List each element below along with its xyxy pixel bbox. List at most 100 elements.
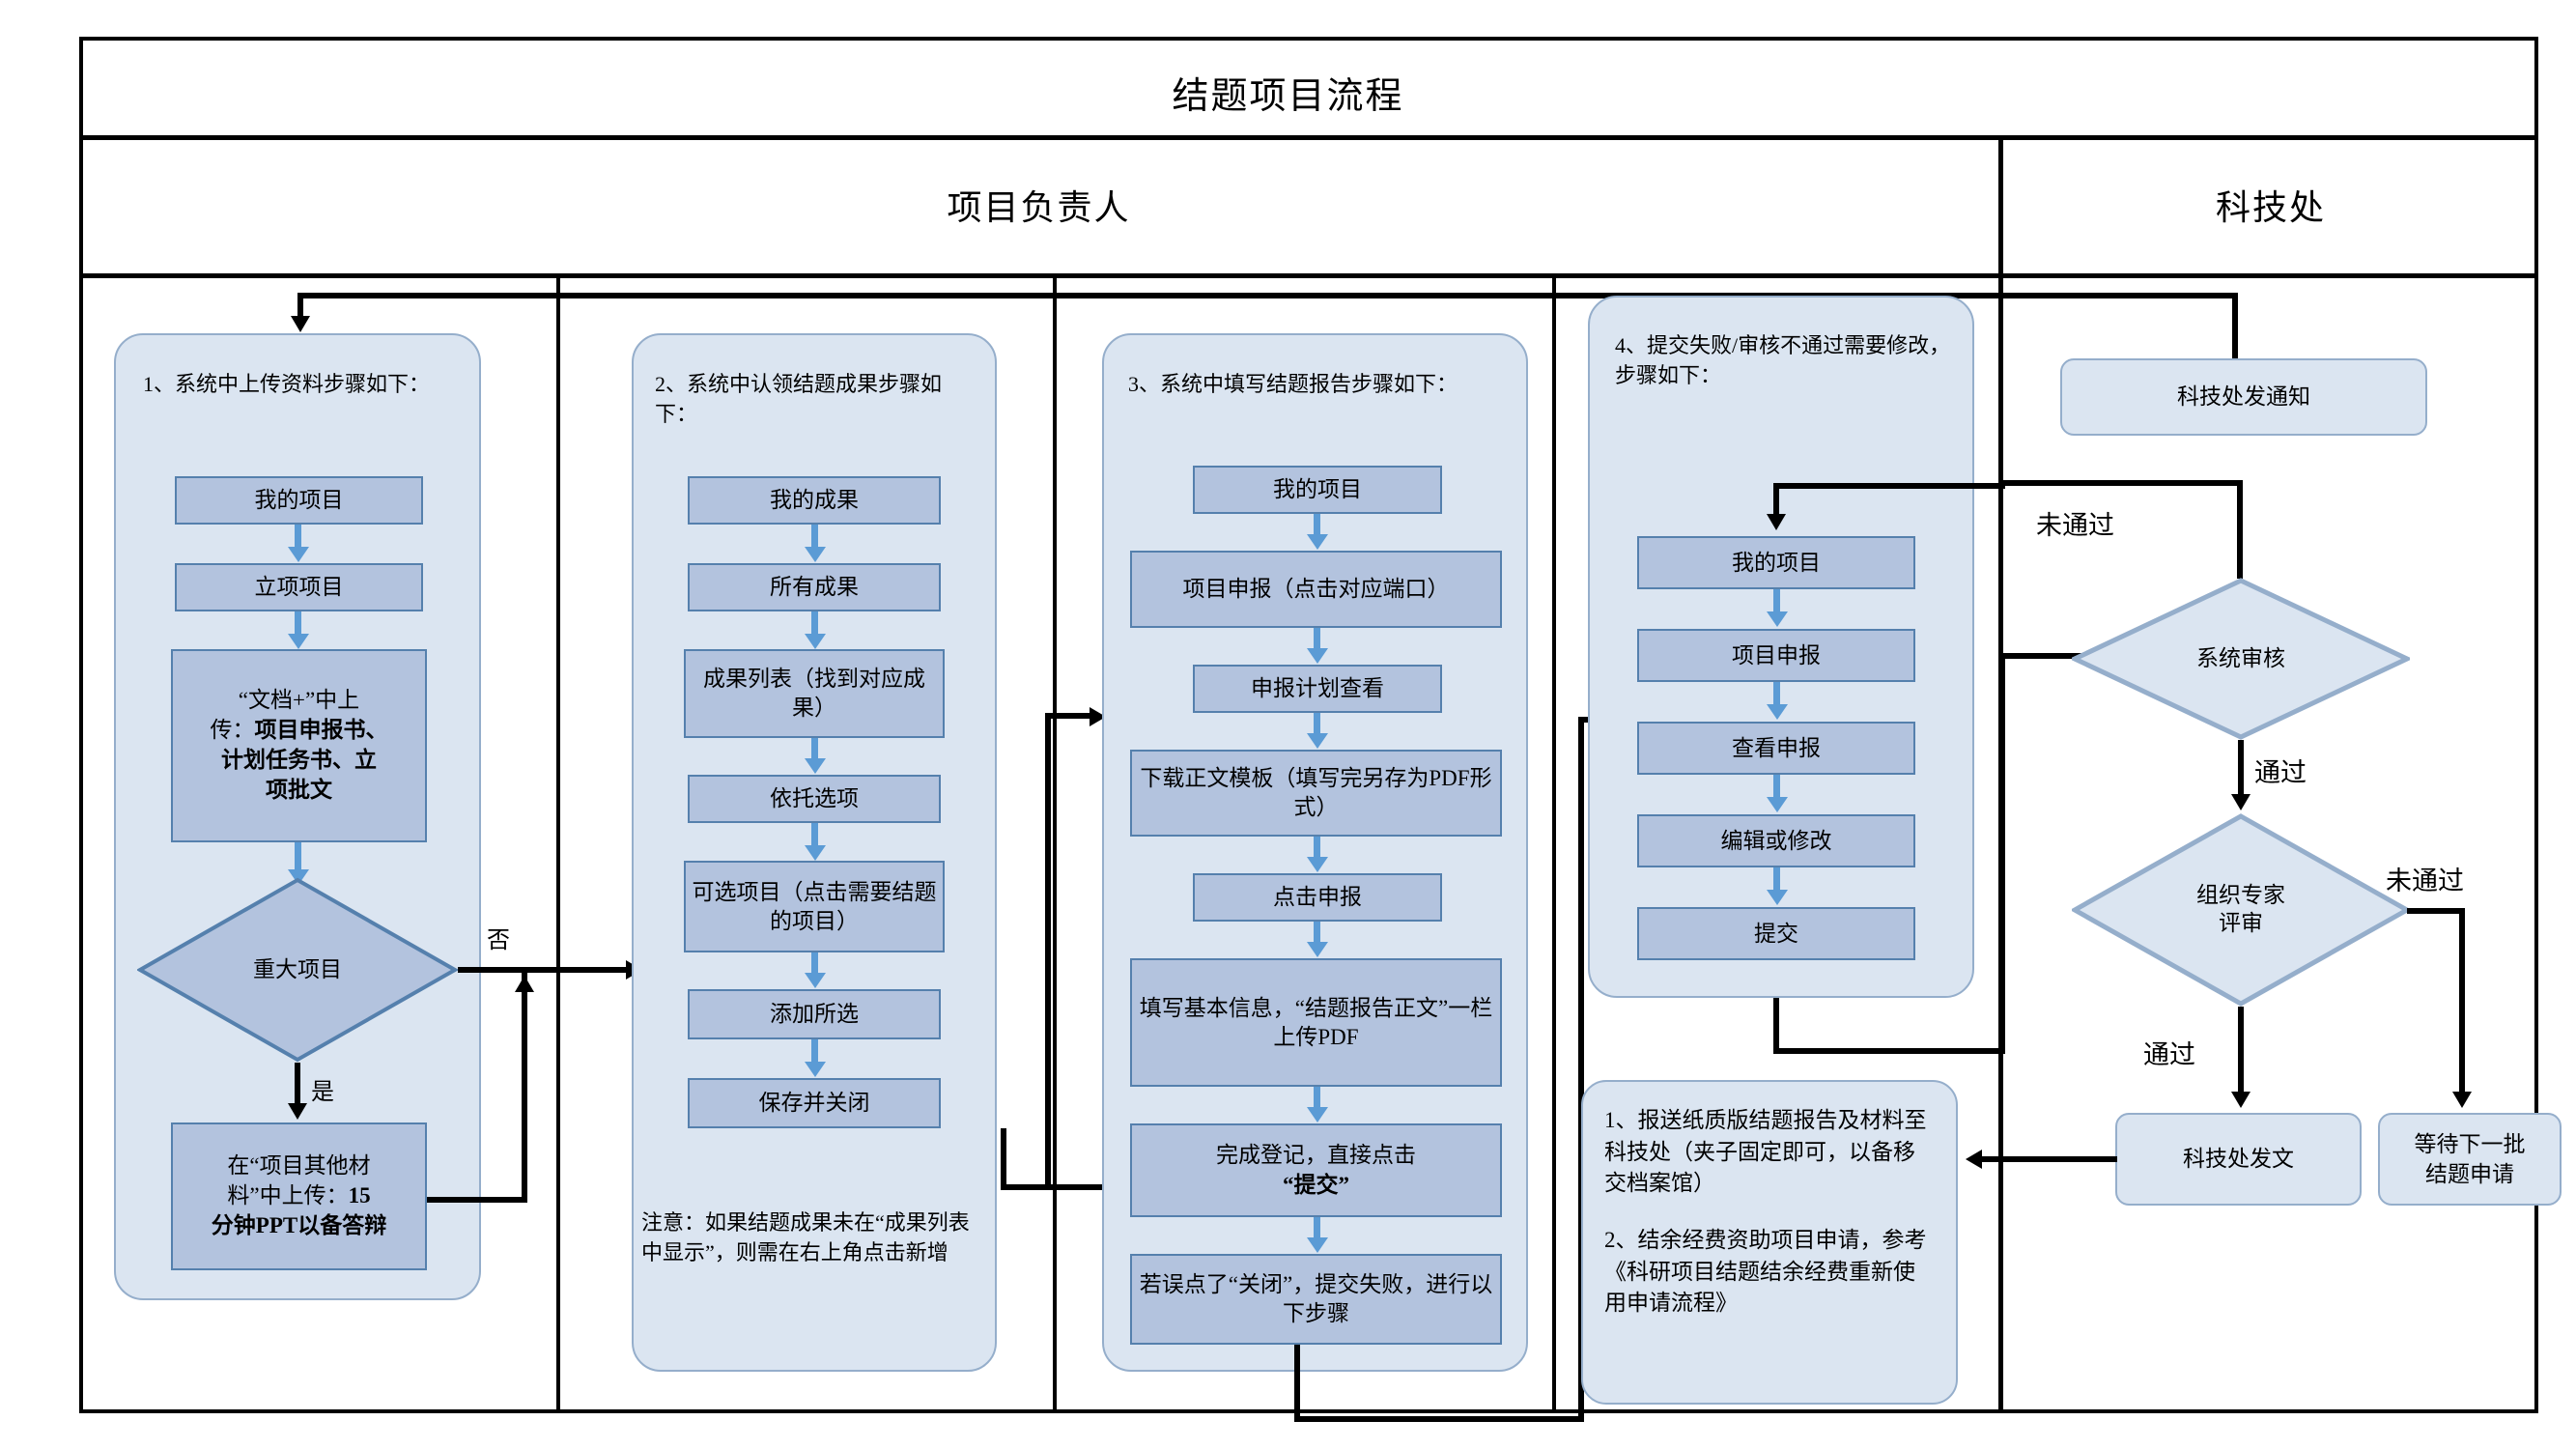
g3-arrow-5 [1307, 942, 1328, 957]
g1-step-my-project[interactable]: 我的项目 [175, 476, 423, 525]
top-distribution-bar [297, 293, 2238, 298]
g3-conn-2 [1314, 628, 1320, 653]
g1s3-text-b: 传： [210, 718, 255, 743]
g2-conn-6 [811, 1039, 818, 1066]
g4-arrow-2 [1767, 704, 1788, 720]
g2-exit-h [1001, 1184, 1109, 1190]
sys-fail-h [2001, 480, 2243, 486]
g3-conn-7 [1314, 1217, 1320, 1242]
g1s5-text-b: 料”中上传： [227, 1183, 349, 1208]
g3-arrow-2 [1307, 648, 1328, 664]
g2-arrow-3 [805, 758, 826, 774]
g1-step-upload-docs[interactable]: “文档+”中上 传：项目申报书、 计划任务书、立 项批文 [171, 649, 427, 842]
g1s3-text-a: “文档+”中上 [238, 688, 360, 713]
g3-step-download-template[interactable]: 下载正文模板（填写完另存为PDF形式） [1130, 750, 1502, 837]
publish-to-note-arrow [1966, 1150, 1982, 1169]
g2-conn-4 [811, 823, 818, 850]
expert-fail-arrow [2452, 1092, 2472, 1108]
g3-exit-h [1294, 1416, 1584, 1422]
expert-pass-stem [2238, 1007, 2244, 1103]
g2-exit-v [1001, 1128, 1006, 1190]
g4-arrow-1 [1767, 611, 1788, 627]
g4-exit-to-review [1999, 653, 2108, 659]
g2-step-my-results[interactable]: 我的成果 [688, 476, 941, 525]
g4-step-project-apply[interactable]: 项目申报 [1637, 629, 1915, 682]
g4-exit-h [1773, 1048, 2005, 1054]
g3-exit-v [1294, 1345, 1300, 1422]
label-system-review-fail: 未通过 [2036, 511, 2114, 540]
g3-step-fill-info[interactable]: 填写基本信息，“结题报告正文”一栏上传PDF [1130, 958, 1502, 1087]
g2-step-results-list[interactable]: 成果列表（找到对应成果） [684, 649, 945, 738]
group-3-heading: 3、系统中填写结题报告步骤如下： [1128, 372, 1458, 396]
g1-label-no: 否 [487, 928, 510, 953]
g1-conn-3 [295, 842, 301, 873]
g3-step-project-apply[interactable]: 项目申报（点击对应端口） [1130, 551, 1502, 628]
g1-step-upload-ppt[interactable]: 在“项目其他材 料”中上传：15 分钟PPT以备答辩 [171, 1122, 427, 1270]
g3-step-close-failed[interactable]: 若误点了“关闭”，提交失败，进行以下步骤 [1130, 1254, 1502, 1345]
g1-conn-2 [295, 611, 301, 639]
g1-step-approved-project[interactable]: 立项项目 [175, 563, 423, 611]
g2-step-optional-project[interactable]: 可选项目（点击需要结题的项目） [684, 861, 945, 952]
office-wait-line2: 结题申请 [2425, 1162, 2514, 1186]
g2-conn-3 [811, 738, 818, 763]
g3-step-my-project[interactable]: 我的项目 [1193, 466, 1442, 514]
g2-step-add-selected[interactable]: 添加所选 [688, 989, 941, 1039]
group-1-heading: 1、系统中上传资料步骤如下： [143, 372, 431, 396]
sublane-divider-3 [1552, 278, 1556, 1413]
g3-arrow-4 [1307, 857, 1328, 872]
g2-arrow-6 [805, 1062, 826, 1077]
label-system-review-pass: 通过 [2254, 758, 2307, 787]
g3-conn-5 [1314, 922, 1320, 947]
g2-arrow-2 [805, 634, 826, 649]
g3-arrow-7 [1307, 1237, 1328, 1253]
g1-ppt-exit-arrow [515, 976, 534, 992]
g4-step-submit[interactable]: 提交 [1637, 907, 1915, 960]
diagram-frame [79, 37, 2538, 1413]
publish-to-note-h [1982, 1156, 2117, 1162]
g2-step-save-close[interactable]: 保存并关闭 [688, 1078, 941, 1128]
g1-arrow-2 [288, 634, 309, 649]
office-decision-expert-review[interactable]: 组织专家 评审 [2072, 813, 2410, 1007]
sys-fail-v [2237, 480, 2243, 579]
page-title: 结题项目流程 [1172, 76, 1404, 117]
g2-step-host-option[interactable]: 依托选项 [688, 775, 941, 823]
office-wait-line1: 等待下一批 [2414, 1131, 2526, 1156]
expert-pass-arrow [2231, 1092, 2250, 1108]
g1-decision-major-project[interactable]: 重大项目 [137, 877, 458, 1063]
office-notice-box[interactable]: 科技处发通知 [2060, 358, 2427, 436]
g4-conn-4 [1773, 867, 1780, 895]
office-publish-box[interactable]: 科技处发文 [2115, 1113, 2362, 1206]
g1-yes-stem [295, 1063, 300, 1115]
g4-step-my-project[interactable]: 我的项目 [1637, 536, 1915, 589]
g1s3-text-e: 项批文 [266, 777, 332, 802]
g2-exit-arrow [1090, 707, 1106, 726]
g3-arrow-3 [1307, 733, 1328, 749]
office-decision-system-review[interactable]: 系统审核 [2072, 578, 2410, 740]
lane-header-separator [79, 273, 2538, 278]
g4-arrow-3 [1767, 797, 1788, 812]
g4-exit-up [1999, 653, 2005, 1054]
group-4-heading: 4、提交失败/审核不通过需要修改，步骤如下： [1615, 333, 1951, 388]
g2-conn-5 [811, 952, 818, 978]
g3-arrow-1 [1307, 534, 1328, 550]
g3-step-click-apply[interactable]: 点击申报 [1193, 873, 1442, 922]
g3-exit-up [1578, 717, 1584, 1422]
g3-conn-3 [1314, 713, 1320, 738]
top-branch-left-stem [297, 293, 303, 320]
sys-pass-arrow [2231, 794, 2250, 810]
office-wait-box[interactable]: 等待下一批 结题申请 [2378, 1113, 2562, 1206]
g3-step-finish-register[interactable]: 完成登记，直接点击 “提交” [1130, 1123, 1502, 1217]
g1-label-yes: 是 [311, 1080, 334, 1105]
g4-step-view-apply[interactable]: 查看申报 [1637, 722, 1915, 775]
g3-step-view-plan[interactable]: 申报计划查看 [1193, 665, 1442, 713]
g4-conn-2 [1773, 682, 1780, 709]
final-note-box: 1、报送纸质版结题报告及材料至科技处（夹子固定即可，以备移交档案馆） 2、结余经… [1581, 1080, 1958, 1405]
g3-conn-1 [1314, 514, 1320, 539]
g1-yes-arrow [288, 1103, 307, 1120]
g1-conn-1 [295, 525, 301, 552]
label-expert-review-pass: 通过 [2143, 1040, 2195, 1069]
g2-arrow-1 [805, 547, 826, 562]
g2-step-all-results[interactable]: 所有成果 [688, 563, 941, 611]
g4-step-edit-modify[interactable]: 编辑或修改 [1637, 814, 1915, 867]
